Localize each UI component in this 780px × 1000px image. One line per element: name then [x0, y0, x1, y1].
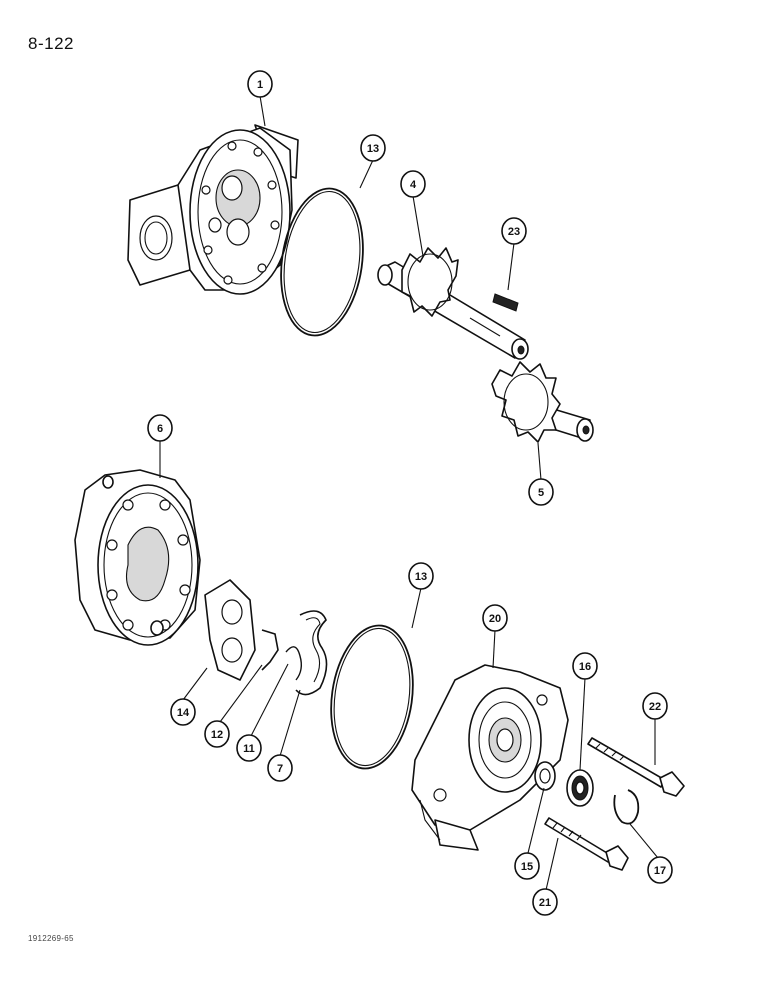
callout-20: 20: [482, 604, 508, 632]
svg-text:17: 17: [654, 865, 666, 877]
key-part-23: [492, 293, 519, 312]
rear-housing-part-1: [127, 124, 299, 295]
o-ring-part-13-bottom: [330, 624, 414, 770]
callout-5: 5: [528, 478, 554, 506]
svg-text:4: 4: [410, 179, 417, 191]
callout-12: 12: [204, 720, 230, 748]
svg-text:21: 21: [539, 897, 551, 909]
svg-text:15: 15: [521, 861, 533, 873]
svg-text:5: 5: [538, 487, 544, 499]
svg-text:6: 6: [157, 423, 163, 435]
page-number: 8-122: [28, 34, 74, 53]
callout-6: 6: [147, 414, 173, 442]
callout-13-bottom: 13: [408, 562, 434, 590]
callout-7: 7: [267, 754, 293, 782]
svg-text:13: 13: [415, 571, 427, 583]
wear-plate-part-14: [204, 579, 256, 681]
callout-11: 11: [236, 734, 262, 762]
snap-ring-part-17: [613, 789, 640, 825]
svg-text:13: 13: [367, 143, 379, 155]
svg-text:14: 14: [177, 707, 190, 719]
seal-part-12: [261, 629, 279, 671]
o-ring-part-13-top: [280, 187, 364, 337]
callout-15: 15: [514, 852, 540, 880]
gasket-part-11: [285, 646, 303, 681]
cap-screw-part-22: [587, 737, 685, 797]
shaft-seal-part-16: [566, 769, 594, 807]
callout-21: 21: [532, 888, 558, 916]
footer-code: 1912269-65: [28, 934, 74, 943]
front-cover-part-20: [411, 664, 569, 851]
callout-14: 14: [170, 698, 196, 726]
svg-text:23: 23: [508, 226, 520, 238]
driven-gear-part-5: [491, 361, 594, 443]
leader-lines: [159, 95, 659, 891]
cap-screw-part-21: [544, 817, 629, 871]
svg-text:1: 1: [257, 79, 263, 91]
callout-4: 4: [400, 170, 426, 198]
svg-text:12: 12: [211, 729, 223, 741]
svg-text:11: 11: [243, 743, 255, 755]
callout-1: 1: [247, 70, 273, 98]
seal-part-7: [295, 610, 328, 696]
svg-text:22: 22: [649, 701, 661, 713]
callout-16: 16: [572, 652, 598, 680]
svg-text:20: 20: [489, 613, 501, 625]
svg-text:7: 7: [277, 763, 283, 775]
callout-22: 22: [642, 692, 668, 720]
washer-part-15: [534, 761, 556, 791]
callout-23: 23: [501, 217, 527, 245]
drive-gear-shaft-part-4: [377, 247, 529, 360]
gear-housing-part-6: [74, 469, 201, 646]
svg-text:16: 16: [579, 661, 591, 673]
callout-13-top: 13: [360, 134, 386, 162]
callout-17: 17: [647, 856, 673, 884]
